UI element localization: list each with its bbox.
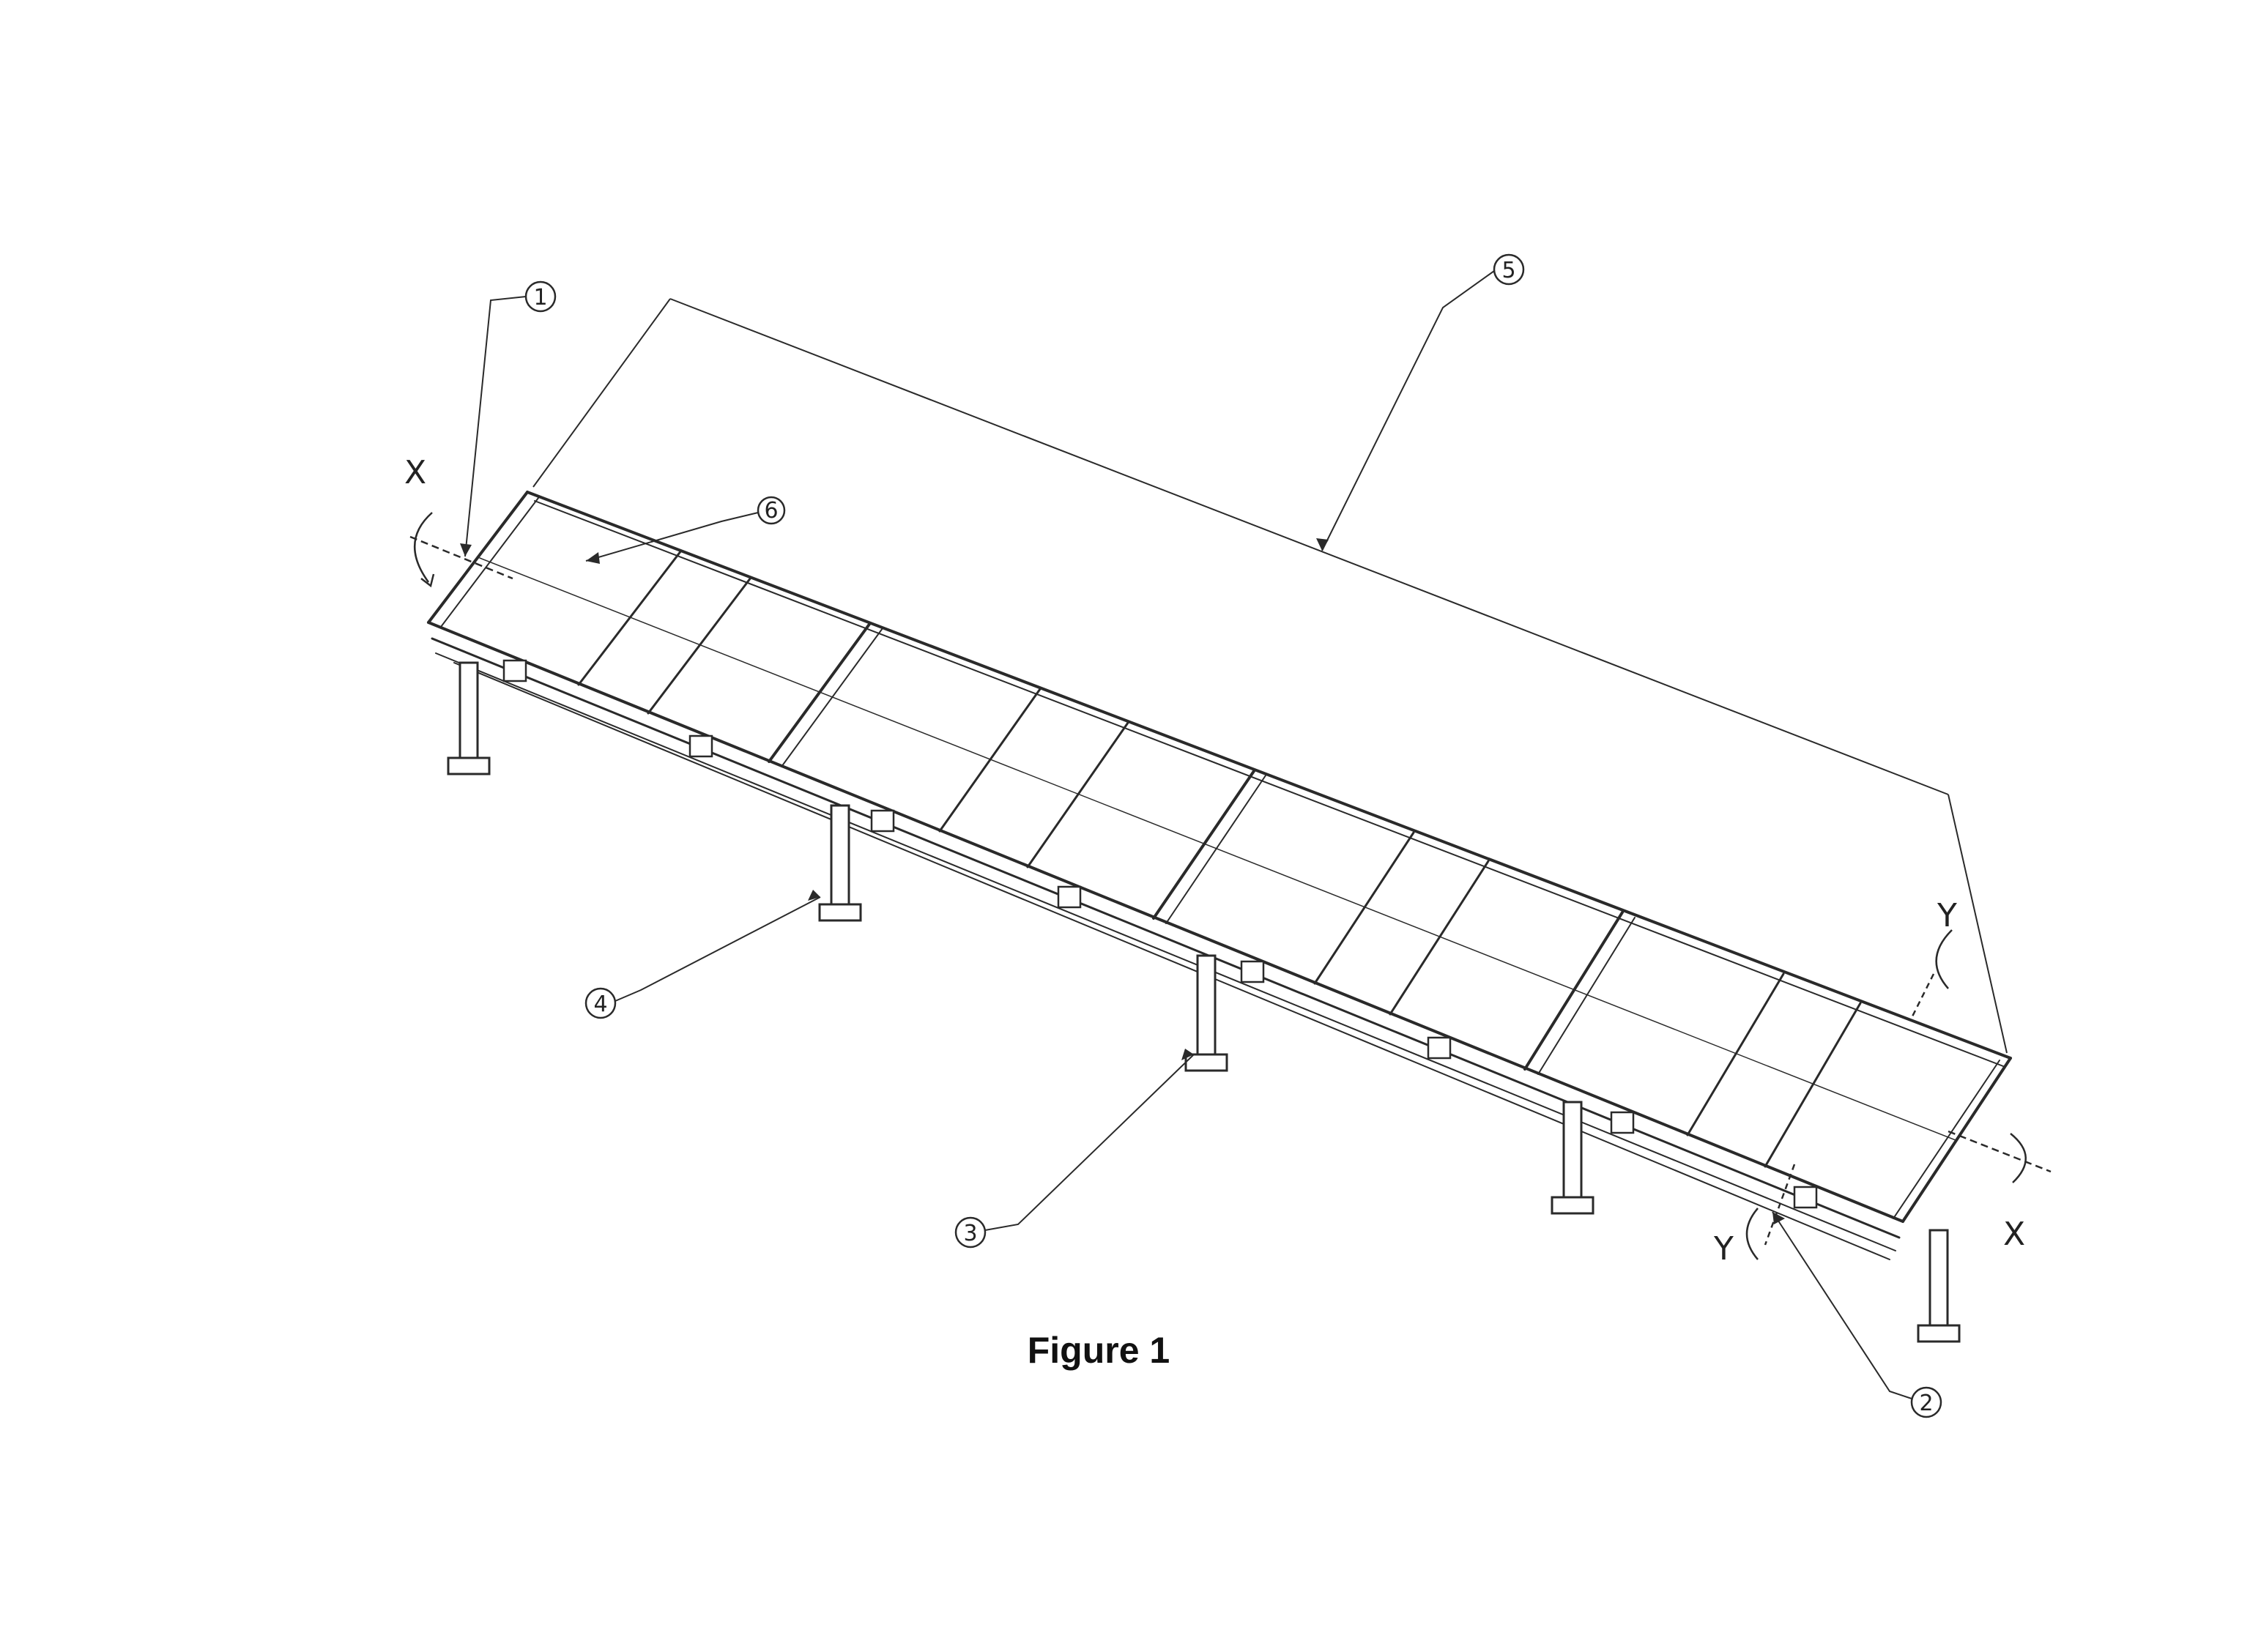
callout-2: 2 [1910, 1386, 1942, 1418]
axis-label-x-right: X [2003, 1216, 2025, 1253]
callout-1-label: 1 [533, 285, 547, 310]
axis-label-x-left: X [404, 454, 426, 491]
rail-brackets [502, 659, 1818, 1209]
support-legs [447, 661, 1961, 1343]
leader-lines [464, 270, 2008, 1399]
axis-label-y-bottom: Y [1713, 1230, 1734, 1268]
axis-labels: X X Y Y [404, 454, 2025, 1268]
callout-4-label: 4 [593, 991, 607, 1017]
callout-6-label: 6 [764, 498, 778, 524]
callout-2-label: 2 [1919, 1391, 1933, 1416]
callouts: 1 5 6 4 3 2 [524, 253, 1942, 1418]
platform-frame [427, 491, 2012, 1260]
figure-caption: Figure 1 [1027, 1330, 1170, 1371]
axis-label-y-top: Y [1937, 897, 1957, 934]
leader-arrowheads [460, 538, 1785, 1224]
rotation-axes [409, 512, 2052, 1260]
callout-5-label: 5 [1501, 258, 1515, 283]
callout-1: 1 [524, 280, 557, 313]
callout-5: 5 [1493, 253, 1525, 286]
callout-4: 4 [584, 987, 617, 1019]
callout-3-label: 3 [963, 1221, 977, 1246]
callout-6: 6 [757, 496, 786, 525]
callout-3: 3 [954, 1216, 987, 1249]
